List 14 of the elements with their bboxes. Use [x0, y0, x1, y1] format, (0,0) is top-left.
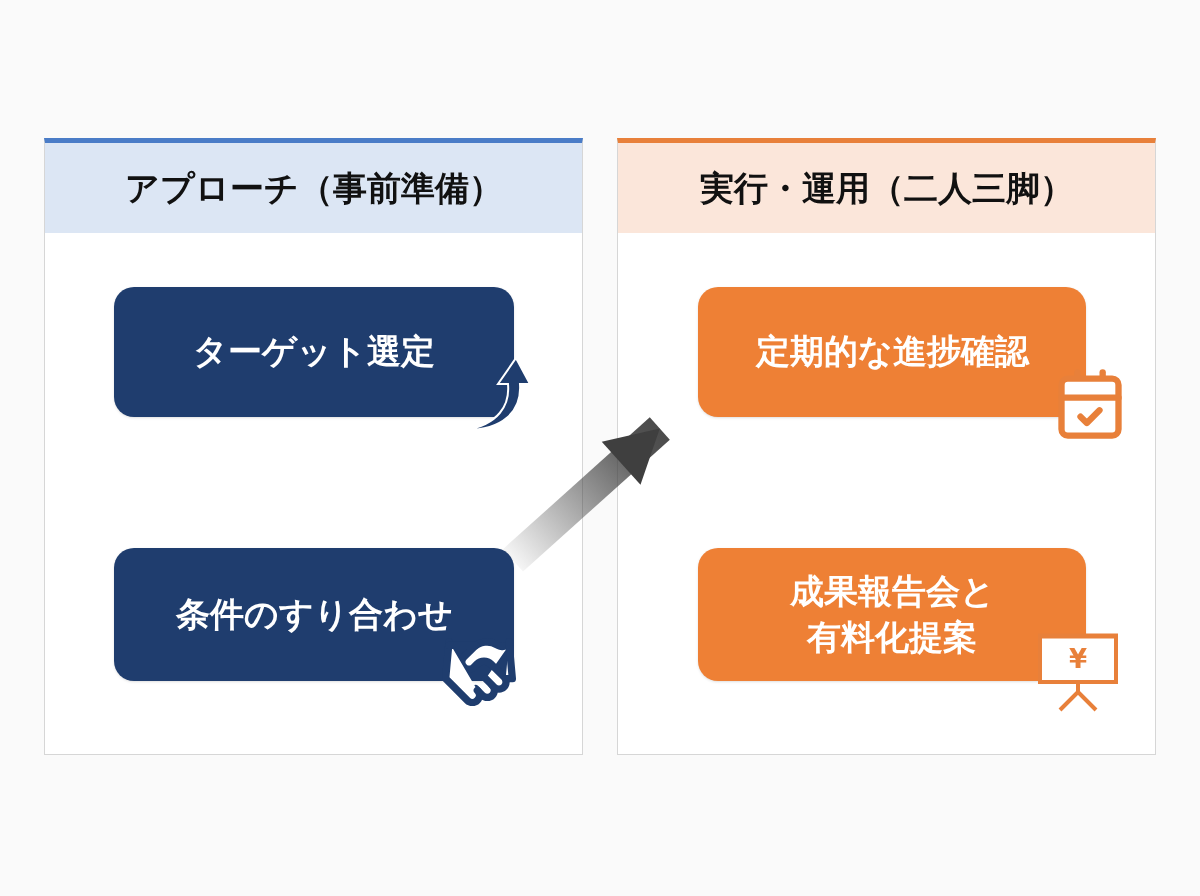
- step-label: 条件のすり合わせ: [175, 592, 453, 636]
- column-heading: アプローチ（事前準備）: [124, 166, 503, 210]
- column-heading: 実行・運用（二人三脚）: [699, 166, 1074, 210]
- step-box: [114, 287, 514, 417]
- step-box: [114, 548, 514, 681]
- step-label: ターゲット選定: [193, 330, 435, 374]
- step-box: [698, 548, 1086, 681]
- step-label: 成果報告会と有料化提案: [788, 569, 996, 659]
- column-panel: [617, 138, 1156, 755]
- step-box: [698, 287, 1086, 417]
- arrow: [502, 417, 670, 572]
- step-label: 定期的な進捗確認: [755, 330, 1029, 374]
- column-panel: [44, 138, 583, 755]
- yen-sign: ¥: [1067, 642, 1089, 676]
